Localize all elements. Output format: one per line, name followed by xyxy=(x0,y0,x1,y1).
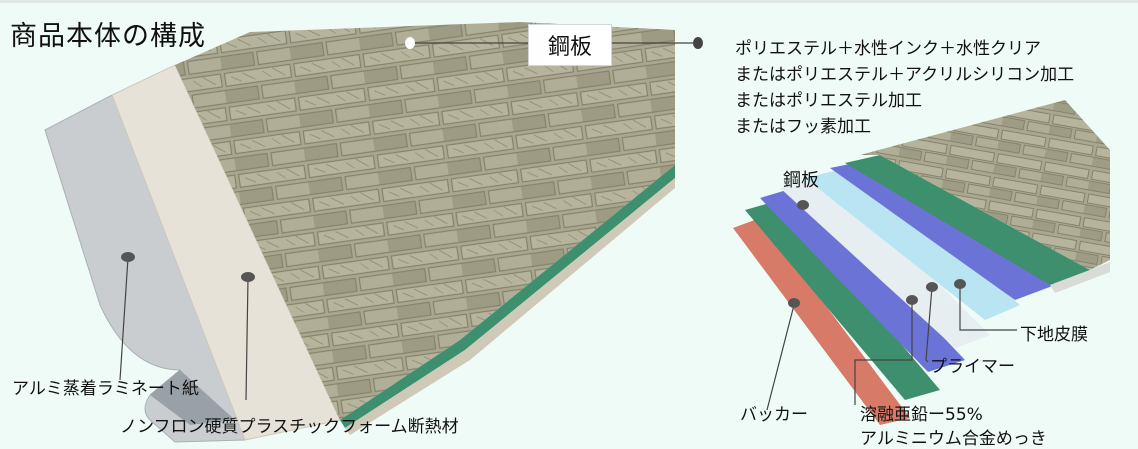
page-title: 商品本体の構成 xyxy=(10,21,206,52)
detail-cross-section xyxy=(733,100,1110,425)
backer-label: バッカー xyxy=(740,405,808,425)
callout-dots xyxy=(121,37,966,308)
aluminum-foil-layer xyxy=(44,94,246,443)
undercoat-label: 下地皮膜 xyxy=(1020,325,1088,345)
plating-label-line2: アルミニウム合金めっき xyxy=(860,429,1047,449)
coating-options-list: ポリエステル＋水性インク＋水性クリア またはポリエステル＋アクリルシリコン加工 … xyxy=(735,36,1074,140)
coating-option: またはポリエステル＋アクリルシリコン加工 xyxy=(735,65,1075,85)
plating-label-line1: 溶融亜鉛ー55% xyxy=(860,405,983,425)
coating-option: ポリエステル＋水性インク＋水性クリア xyxy=(735,39,1041,59)
top-border xyxy=(0,0,1138,3)
coating-option: またはフッ素加工 xyxy=(735,117,871,137)
detail-steel-plate-label: 鋼板 xyxy=(783,170,819,191)
insulation-label: ノンフロン硬質プラスチックフォーム断熱材 xyxy=(120,417,459,437)
steel-plate-callout-box: 鋼板 xyxy=(528,24,612,66)
primer-label: プライマー xyxy=(930,357,1015,377)
aluminum-paper-label: アルミ蒸着ラミネート紙 xyxy=(12,379,199,399)
steel-plate-label: 鋼板 xyxy=(547,35,592,60)
leader-lines xyxy=(119,42,1017,411)
steel-face-layer xyxy=(175,22,675,435)
coating-option: またはポリエステル加工 xyxy=(735,91,922,111)
